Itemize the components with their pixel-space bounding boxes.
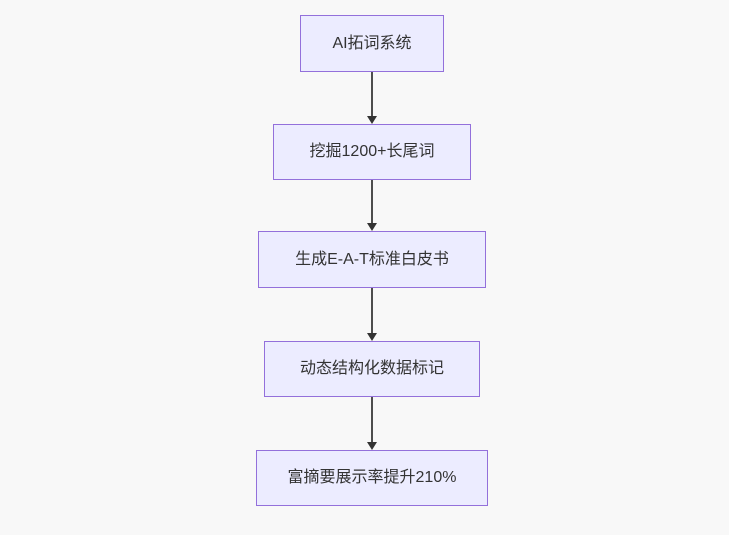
flow-node-label: 富摘要展示率提升210% — [287, 469, 457, 486]
flow-arrow-3 — [366, 288, 378, 341]
arrowhead-down-icon — [367, 442, 377, 450]
flow-node-eat-whitepaper: 生成E-A-T标准白皮书 — [258, 231, 486, 288]
arrow-line — [371, 72, 373, 116]
flow-node-label: AI拓词系统 — [332, 34, 412, 52]
flow-arrow-1 — [366, 72, 378, 124]
arrowhead-down-icon — [367, 116, 377, 124]
arrowhead-down-icon — [367, 223, 377, 231]
flow-node-label: 生成E-A-T标准白皮书 — [295, 250, 449, 268]
arrowhead-down-icon — [367, 333, 377, 341]
flow-node-label: 动态结构化数据标记 — [299, 360, 444, 377]
arrow-line — [371, 288, 373, 333]
arrow-line — [371, 397, 373, 442]
flow-arrow-2 — [366, 180, 378, 231]
flow-node-rich-snippet-result: 富摘要展示率提升210% — [256, 450, 488, 506]
flow-node-structured-data-markup: 动态结构化数据标记 — [264, 341, 480, 397]
arrow-line — [371, 180, 373, 223]
flow-node-label: 挖掘1200+长尾词 — [309, 143, 435, 160]
flow-arrow-4 — [366, 397, 378, 450]
flow-node-ai-word-expansion: AI拓词系统 — [300, 15, 444, 72]
flow-node-longtail-mining: 挖掘1200+长尾词 — [273, 124, 471, 180]
